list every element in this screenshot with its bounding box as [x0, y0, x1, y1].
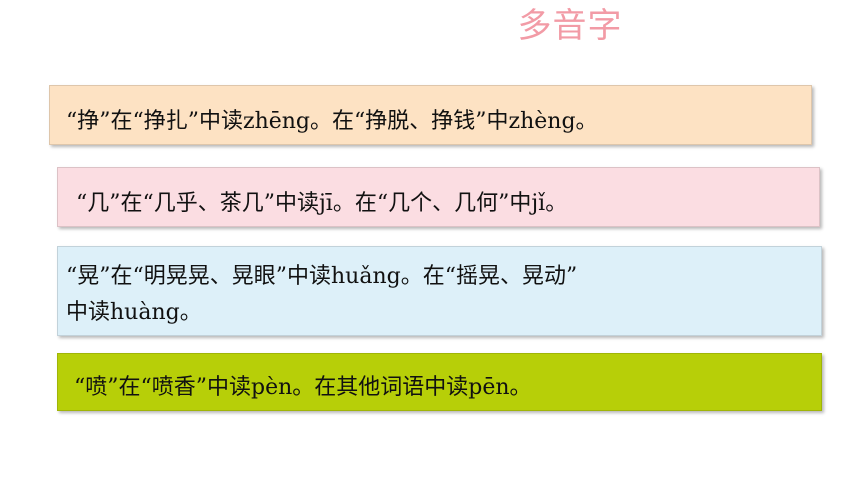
card-text: “喷”在“喷香”中读pèn。在其他词语中读pēn。 — [74, 375, 532, 400]
page-title: 多音字 — [517, 6, 623, 46]
polyphone-card-ji: “几”在“几乎、茶几”中读jī。在“几个、几何”中jǐ。 — [57, 167, 820, 227]
card-text-line-2: 中读huàng。 — [66, 300, 202, 325]
polyphone-card-huang: “晃”在“明晃晃、晃眼”中读huǎng。在“摇晃、晃动” 中读huàng。 — [57, 246, 822, 336]
card-text: “几”在“几乎、茶几”中读jī。在“几个、几何”中jǐ。 — [76, 191, 568, 216]
card-text: “挣”在“挣扎”中读zhēng。在“挣脱、挣钱”中zhèng。 — [66, 109, 598, 134]
polyphone-card-zheng: “挣”在“挣扎”中读zhēng。在“挣脱、挣钱”中zhèng。 — [49, 85, 812, 145]
card-text-line-1: “晃”在“明晃晃、晃眼”中读huǎng。在“摇晃、晃动” — [66, 264, 578, 289]
polyphone-card-pen: “喷”在“喷香”中读pèn。在其他词语中读pēn。 — [57, 353, 822, 411]
